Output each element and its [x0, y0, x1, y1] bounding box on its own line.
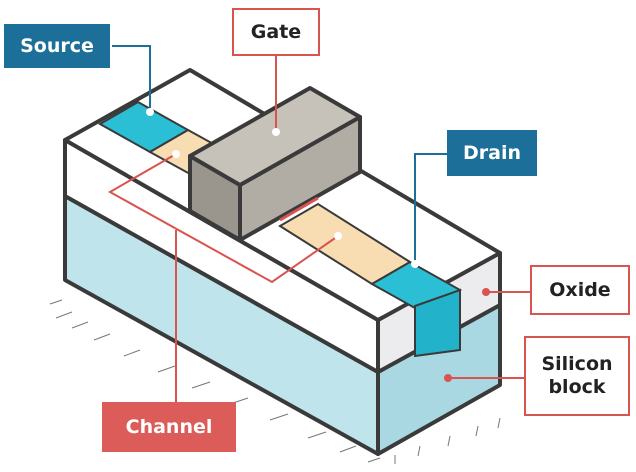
callout-lines	[107, 45, 530, 402]
gate-red-edge	[279, 196, 319, 222]
source-callout-line	[112, 45, 151, 112]
channel-callout-dot-right	[334, 232, 342, 240]
ground-hatching	[49, 299, 501, 464]
drain-label: Drain	[447, 130, 537, 176]
silicon-callout-dot	[444, 374, 452, 382]
drain-callout-dot	[411, 260, 419, 268]
channel-bracket-line	[107, 153, 339, 284]
drain-region-front	[414, 288, 461, 358]
channel-label: Channel	[102, 402, 236, 452]
gate-label: Gate	[232, 8, 320, 56]
channel-callout-dot-left	[172, 150, 180, 158]
silicon-block-label: Silicon block	[524, 336, 630, 416]
drain-callout-line	[414, 153, 448, 264]
oxide-label: Oxide	[530, 265, 630, 315]
oxide-callout-dot	[482, 288, 490, 296]
gate-top-face	[188, 86, 362, 187]
source-callout-dot	[146, 108, 154, 116]
source-label: Source	[4, 24, 110, 68]
gate-callout-dot	[272, 128, 280, 136]
